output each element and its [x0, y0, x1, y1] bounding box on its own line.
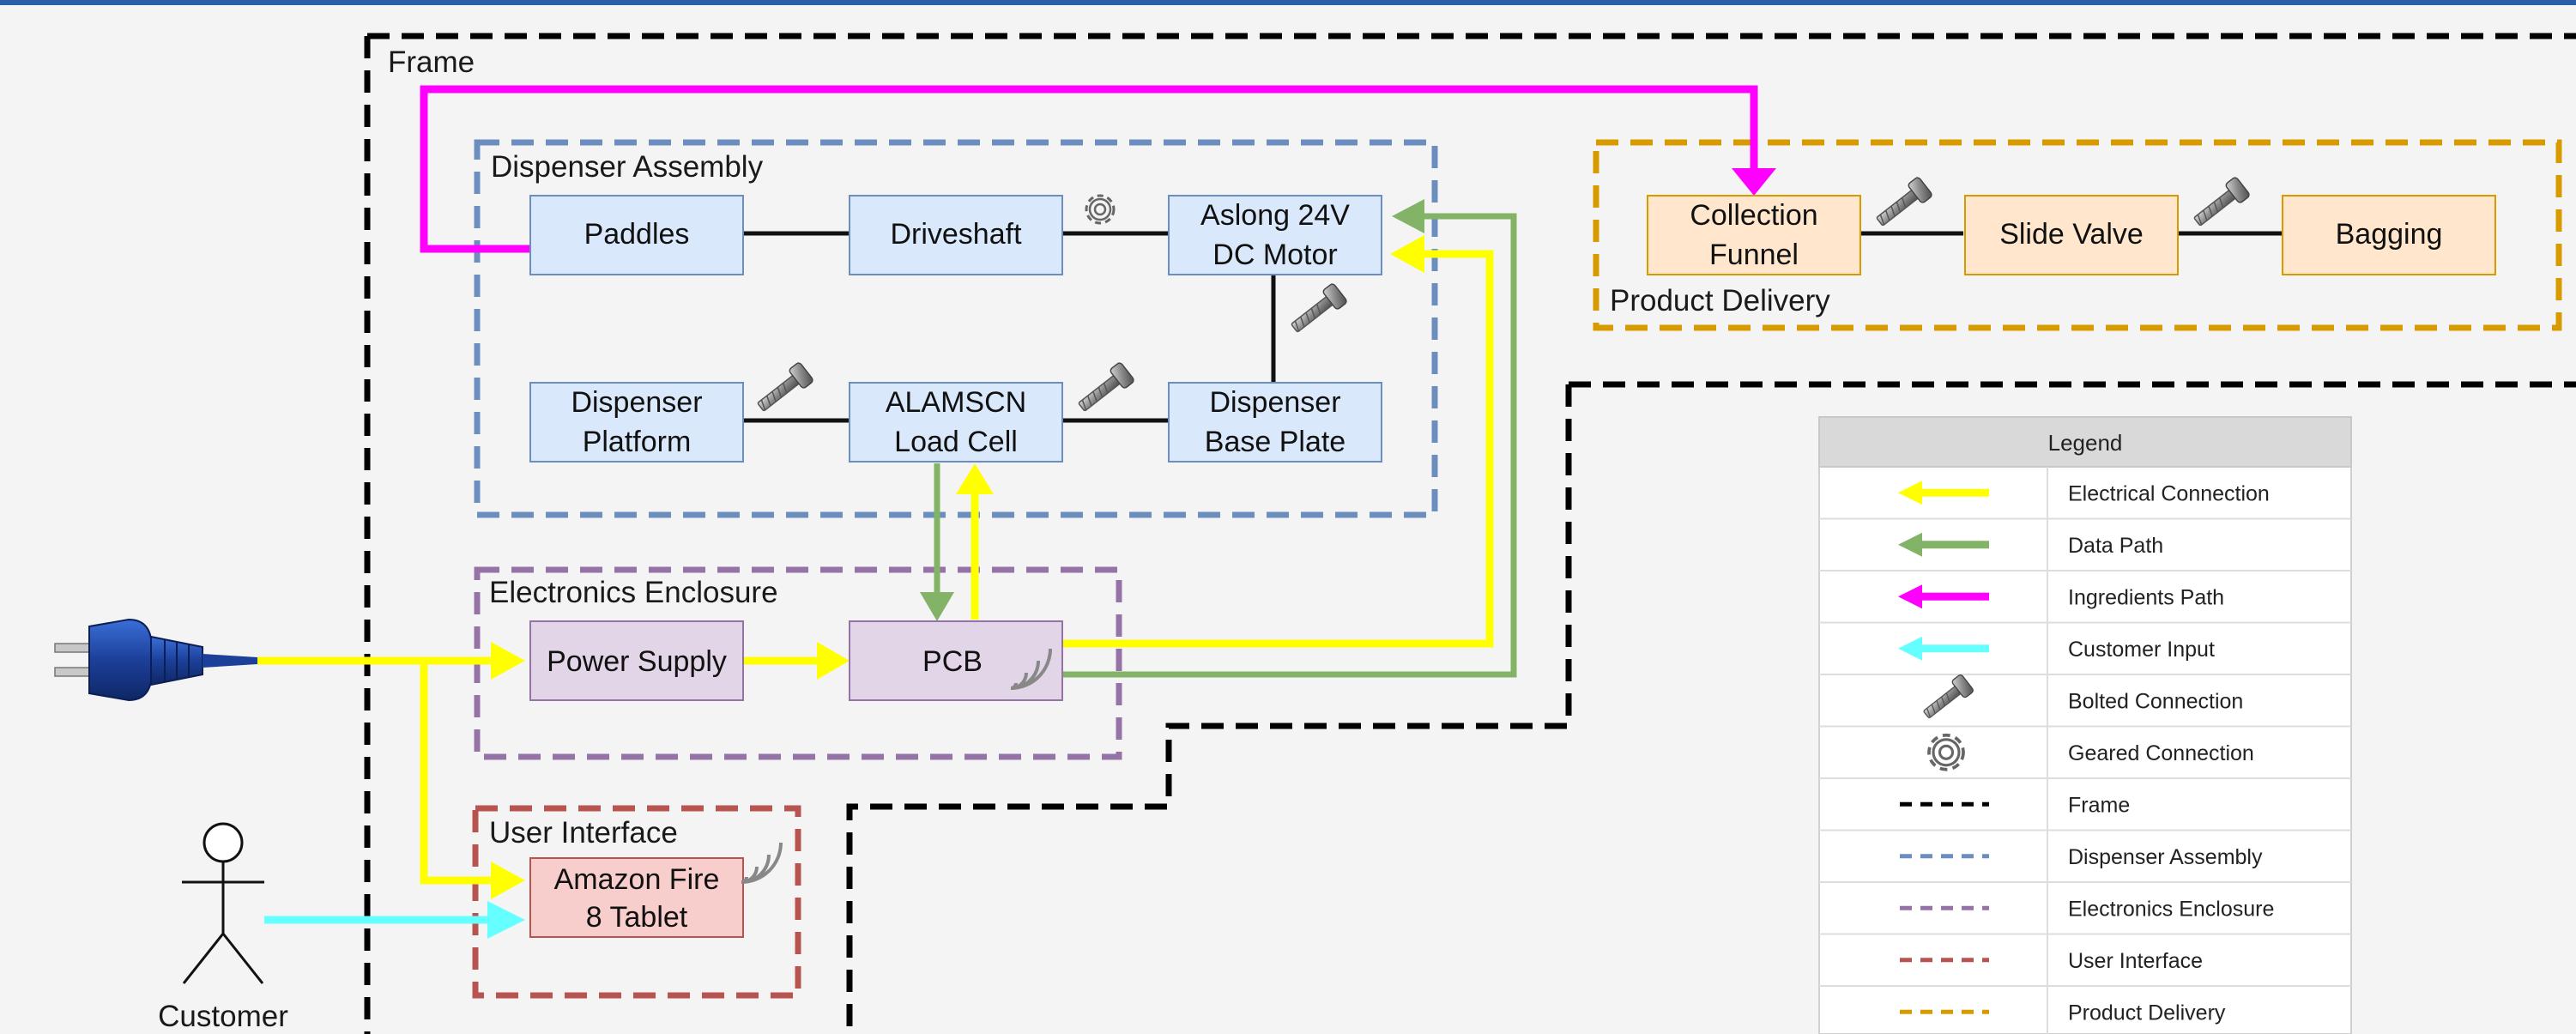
- mechanical-links: [743, 231, 2283, 423]
- box-funnel[interactable]: Collection Funnel: [1647, 195, 1861, 275]
- legend-row: Product Delivery: [1900, 986, 2226, 1034]
- product-delivery-group: Product Delivery: [1593, 139, 2562, 331]
- legend-swatch-arrow: [1898, 636, 1989, 661]
- window-top-bar: [0, 0, 2576, 5]
- legend-label: Product Delivery: [2068, 1001, 2226, 1025]
- box-tablet[interactable]: Amazon Fire 8 Tablet: [529, 857, 744, 938]
- box-pcb[interactable]: PCB: [849, 620, 1063, 701]
- customer-input-path: [264, 901, 525, 939]
- user-interface-label: User Interface: [489, 816, 678, 850]
- legend-label: Dispenser Assembly: [2068, 845, 2263, 869]
- data-connections: [934, 213, 1517, 678]
- frame-group: Frame: [364, 33, 2576, 1034]
- legend-row: Geared Connection: [1819, 726, 2351, 779]
- legend-label: Bolted Connection: [2068, 689, 2243, 713]
- box-bagging[interactable]: Bagging: [2282, 195, 2496, 275]
- customer-actor-icon: [182, 822, 264, 984]
- box-power-supply[interactable]: Power Supply: [529, 620, 744, 701]
- legend-row: Data Path: [1819, 518, 2351, 571]
- bolt-icon: [1073, 360, 1136, 418]
- box-platform-line-1: Dispenser: [571, 386, 702, 419]
- box-platform[interactable]: Dispenser Platform: [529, 382, 744, 463]
- pcb-to-motor-power: [1062, 250, 1494, 648]
- box-loadcell-line-2: Load Cell: [894, 426, 1018, 458]
- box-loadcell-line-1: ALAMSCN: [886, 386, 1026, 419]
- box-funnel-line-2: Funnel: [1709, 239, 1799, 271]
- legend-swatch-arrow: [1898, 532, 1989, 557]
- box-funnel-line-1: Collection: [1690, 199, 1817, 232]
- legend-row: Customer Input: [1819, 622, 2351, 675]
- legend-swatch-arrow: [1898, 584, 1989, 609]
- box-tablet-line-2: 8 Tablet: [586, 901, 688, 934]
- mains-to-tablet: [420, 661, 494, 885]
- box-baseplate-line-1: Dispenser: [1209, 386, 1340, 419]
- data-arrowheads: [920, 199, 1424, 621]
- electrical-arrowheads: [491, 235, 1424, 899]
- legend-header: [1818, 416, 2352, 468]
- box-tablet-line-1: Amazon Fire: [554, 863, 720, 896]
- legend-row: Electronics Enclosure: [1819, 882, 2351, 935]
- bolt-icon: [752, 360, 815, 418]
- box-baseplate[interactable]: Dispenser Base Plate: [1168, 382, 1382, 463]
- dispenser-assembly-label: Dispenser Assembly: [491, 150, 764, 184]
- box-slide-valve[interactable]: Slide Valve: [1964, 195, 2179, 275]
- frame-outline: [364, 33, 2576, 1034]
- bolt-icon: [1871, 175, 1934, 233]
- electrical-connections: [257, 250, 1494, 885]
- legend-label: Ingredients Path: [2068, 585, 2224, 609]
- legend-label: Geared Connection: [2068, 741, 2254, 765]
- legend-row: Electrical Connection: [1819, 467, 2351, 520]
- dispenser-assembly-outline: [474, 139, 1438, 518]
- legend-row: User Interface: [1819, 934, 2351, 987]
- product-delivery-label: Product Delivery: [1610, 284, 1830, 317]
- frame-label: Frame: [388, 45, 475, 79]
- legend-swatch-arrow: [1898, 481, 1989, 505]
- box-slide-valve-line-1: Slide Valve: [1999, 218, 2144, 251]
- box-motor[interactable]: Aslong 24V DC Motor: [1168, 195, 1382, 275]
- legend-label: Electronics Enclosure: [2068, 897, 2274, 921]
- bolt-icon: [2188, 175, 2252, 233]
- legend-row: Frame: [1819, 778, 2351, 831]
- box-motor-line-1: Aslong 24V: [1200, 199, 1350, 232]
- box-bagging-line-1: Bagging: [2336, 218, 2443, 251]
- legend-label: Customer Input: [2068, 638, 2215, 662]
- electronics-enclosure-label: Electronics Enclosure: [489, 576, 778, 609]
- legend-title: Legend: [2048, 430, 2123, 456]
- box-driveshaft[interactable]: Driveshaft: [849, 195, 1063, 275]
- box-driveshaft-line-1: Driveshaft: [890, 218, 1022, 251]
- box-platform-line-2: Platform: [583, 426, 692, 458]
- legend-row: Dispenser Assembly: [1819, 830, 2351, 883]
- legend-row: Bolted Connection: [1819, 673, 2351, 728]
- gear-icon: [1085, 194, 1116, 225]
- legend-label: User Interface: [2068, 949, 2203, 973]
- box-loadcell[interactable]: ALAMSCN Load Cell: [849, 382, 1063, 463]
- electronics-enclosure-group: Electronics Enclosure: [474, 566, 1122, 760]
- product-delivery-outline: [1593, 139, 2562, 331]
- pcb-to-motor-data: [1062, 213, 1517, 678]
- user-interface-group: User Interface: [472, 805, 801, 999]
- bolt-icon: [1285, 281, 1349, 339]
- user-interface-outline: [472, 805, 801, 999]
- legend-row: Ingredients Path: [1819, 571, 2351, 624]
- ingredients-path: [420, 85, 1776, 253]
- legend-label: Data Path: [2068, 534, 2163, 558]
- legend-label: Frame: [2068, 793, 2130, 817]
- dispenser-assembly-group: Dispenser Assembly: [474, 139, 1438, 518]
- box-motor-line-2: DC Motor: [1212, 239, 1337, 271]
- box-paddles-line-1: Paddles: [584, 218, 690, 251]
- box-pcb-line-1: PCB: [922, 645, 983, 678]
- customer-label: Customer: [158, 1000, 288, 1033]
- box-baseplate-line-2: Base Plate: [1205, 426, 1345, 458]
- box-paddles[interactable]: Paddles: [529, 195, 744, 275]
- legend-label: Electrical Connection: [2068, 481, 2270, 505]
- box-power-supply-line-1: Power Supply: [547, 645, 727, 678]
- wireless-icon: [740, 841, 783, 884]
- power-plug-icon: [54, 618, 257, 702]
